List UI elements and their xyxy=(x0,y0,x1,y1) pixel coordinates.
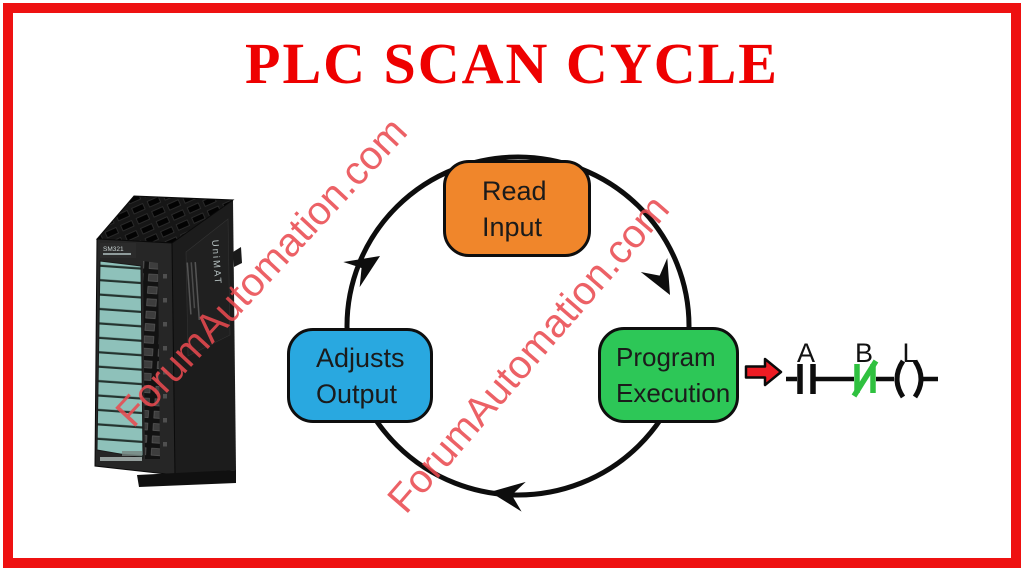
cycle-step-program-execution: Program Execution xyxy=(598,327,739,423)
step-label-line1: Read xyxy=(482,175,547,206)
cycle-circle xyxy=(343,154,692,512)
cycle-step-adjusts-output: Adjusts Output xyxy=(287,328,433,423)
plc-brand-label: UniMAT xyxy=(209,239,223,285)
plc-model-subtext-smudge xyxy=(103,253,131,255)
ladder-label-b: B xyxy=(855,338,873,368)
cycle-step-read-input: Read Input xyxy=(443,160,591,257)
ladder-label-l: L xyxy=(902,338,917,368)
plc-model-label: SM321 xyxy=(103,246,124,253)
step-label-line1: Adjusts xyxy=(316,342,405,373)
output-coil-icon xyxy=(894,359,924,399)
page-title: PLC SCAN CYCLE xyxy=(245,31,779,96)
plc-bottom-text-smudge xyxy=(100,457,142,461)
step-label-line2: Execution xyxy=(616,378,731,408)
step-label-line2: Input xyxy=(482,211,543,242)
ladder-logic-rung: A B L xyxy=(786,338,938,399)
plc-module-photo: SM321 UniMAT xyxy=(94,195,242,487)
step-label-line2: Output xyxy=(316,378,398,409)
plc-bottom-text-smudge2 xyxy=(122,451,142,456)
plc-terminal-column xyxy=(143,261,160,459)
normally-closed-contact-icon xyxy=(851,359,879,398)
cycle-arrowhead-bottom xyxy=(490,481,526,512)
cycle-arrowhead-right xyxy=(640,257,670,295)
plc-spec-lines xyxy=(186,262,201,320)
ladder-label-a: A xyxy=(797,338,815,368)
normally-open-contact-icon xyxy=(797,364,816,394)
plc-label-strips xyxy=(96,260,144,459)
plc-din-tab xyxy=(233,247,242,267)
plc-base xyxy=(137,470,236,487)
plc-channel-numbers xyxy=(160,263,173,459)
step-label-line1: Program xyxy=(616,342,716,372)
cycle-arrowhead-left xyxy=(343,256,380,288)
transfer-arrow-icon xyxy=(744,357,783,387)
plc-side-panel xyxy=(185,218,231,357)
